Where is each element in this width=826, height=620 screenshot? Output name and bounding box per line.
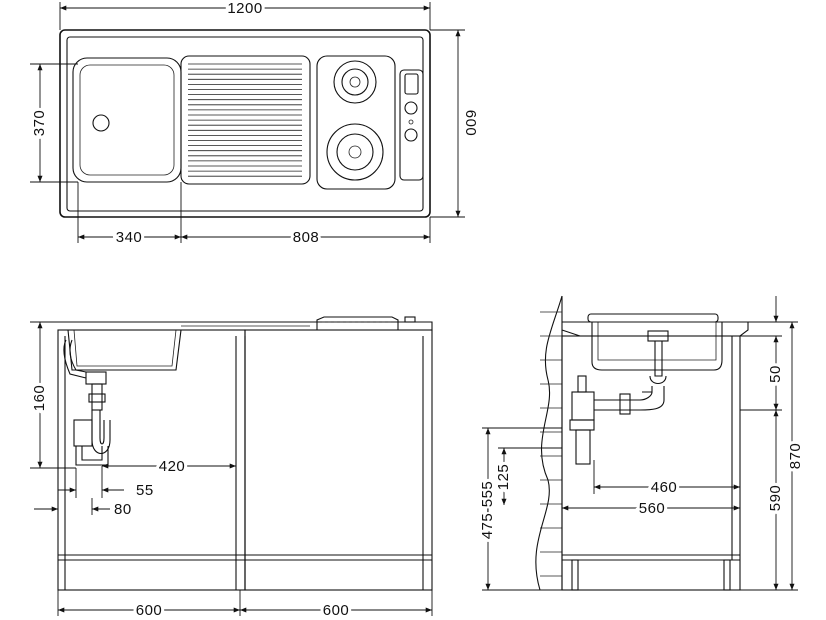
dim-bowl-width: 340 bbox=[116, 229, 143, 246]
side-view: 50 590 870 475-555 125 460 560 bbox=[476, 295, 807, 591]
dim-cabinet-left: 600 bbox=[136, 602, 163, 619]
dim-side-50: 50 bbox=[767, 365, 784, 383]
bowl-inner bbox=[79, 64, 175, 176]
side-bowl bbox=[591, 322, 723, 371]
dim-side-560: 560 bbox=[639, 500, 666, 517]
side-cabinet bbox=[561, 335, 741, 591]
hob-outline bbox=[316, 55, 396, 190]
top-view: 1200 600 370 340 808 bbox=[28, 0, 482, 249]
sink-inner-outline bbox=[66, 36, 424, 212]
hob-profile bbox=[316, 316, 399, 330]
knob-2-icon bbox=[404, 128, 418, 142]
bowl-outline bbox=[72, 57, 182, 183]
dim-bowl-depth: 370 bbox=[31, 110, 48, 137]
control-panel bbox=[399, 69, 424, 181]
knob-1-icon bbox=[404, 101, 418, 115]
dim-outlet-height: 125 bbox=[495, 464, 512, 491]
drainer-ribs bbox=[188, 63, 302, 177]
dim-side-460: 460 bbox=[651, 479, 678, 496]
dim-trap-side: 80 bbox=[114, 501, 132, 518]
dim-cabinet-right: 600 bbox=[323, 602, 350, 619]
dim-trap-offset: 420 bbox=[159, 458, 186, 475]
cabinet-right bbox=[244, 329, 433, 591]
drainer-outline bbox=[180, 55, 311, 185]
dim-drainer-width: 808 bbox=[293, 229, 320, 246]
hot-plate-rear bbox=[326, 123, 384, 181]
hot-plate-front bbox=[333, 60, 377, 104]
dim-outlet-range: 475-555 bbox=[479, 481, 496, 540]
sink-outline bbox=[59, 29, 431, 218]
dim-top-width: 1200 bbox=[227, 0, 262, 17]
dim-bowl-height: 160 bbox=[31, 385, 48, 412]
dim-side-870: 870 bbox=[787, 443, 804, 470]
drain-hole bbox=[92, 114, 110, 132]
bowl-profile bbox=[67, 329, 182, 371]
knob-light-icon bbox=[408, 119, 414, 125]
dim-side-590: 590 bbox=[767, 485, 784, 512]
front-view: 160 420 55 80 600 600 bbox=[28, 316, 433, 620]
dim-top-depth: 600 bbox=[462, 110, 479, 137]
control-indicator bbox=[404, 73, 419, 95]
siphon-trap bbox=[63, 339, 111, 466]
dim-trap-width: 55 bbox=[136, 482, 154, 499]
wall-profile bbox=[535, 295, 563, 591]
